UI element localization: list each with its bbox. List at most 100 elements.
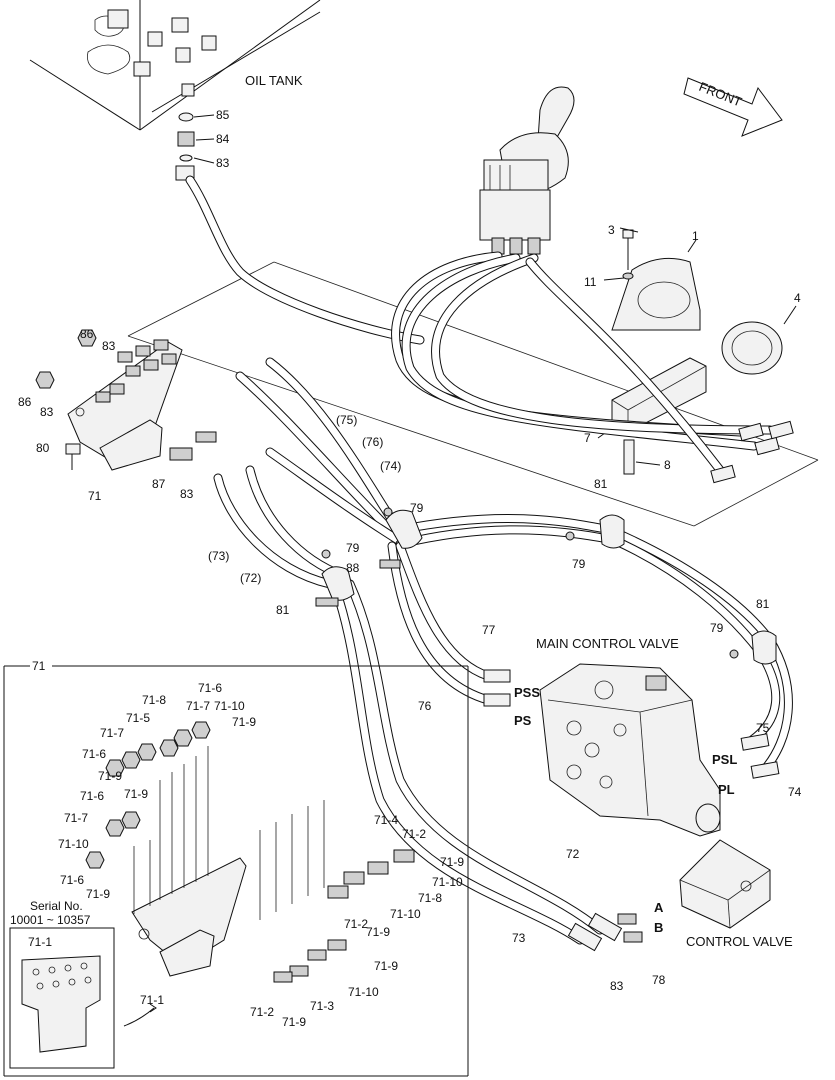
port-a: A <box>654 900 664 915</box>
detail-71-9-bottom2: 71-9 <box>282 1015 306 1029</box>
detail-71-9-mid: 71-9 <box>124 787 148 801</box>
main-control-valve <box>539 663 721 837</box>
callout-73-ref: (73) <box>208 549 229 563</box>
detail-71-9-top: 71-9 <box>232 715 256 729</box>
callout-73: 73 <box>512 931 526 945</box>
detail-71-6-bottom: 71-6 <box>60 873 84 887</box>
detail-71-2-top: 71-2 <box>402 827 426 841</box>
front-label: FRONT <box>697 79 744 110</box>
callout-75-ref: (75) <box>336 413 357 427</box>
serial-inset-71-1: 71-1 <box>28 935 52 949</box>
callout-4: 4 <box>794 291 801 305</box>
oil-tank-label: OIL TANK <box>245 73 303 88</box>
port-pss: PSS <box>514 685 540 700</box>
callout-83-bottom: 83 <box>180 487 194 501</box>
callout-3: 3 <box>608 223 615 237</box>
callout-83: 83 <box>216 156 230 170</box>
callout-86-left: 86 <box>18 395 32 409</box>
detail-callout-71: 71 <box>32 659 46 673</box>
callout-78: 78 <box>652 973 666 987</box>
detail-71-2-bottom: 71-2 <box>250 1005 274 1019</box>
detail-71-6-top: 71-6 <box>198 681 222 695</box>
callout-76: 76 <box>418 699 432 713</box>
detail-71-7-top: 71-7 <box>186 699 210 713</box>
detail-71-5: 71-5 <box>126 711 150 725</box>
detail-manifold-plate <box>131 857 247 977</box>
detail-71-3: 71-3 <box>310 999 334 1013</box>
callout-11: 11 <box>584 275 597 289</box>
serial-inset-frame <box>9 927 157 1069</box>
detail-71-10-top: 71-10 <box>214 699 245 713</box>
callout-1: 1 <box>692 229 699 243</box>
detail-71-1: 71-1 <box>140 993 164 1007</box>
detail-71-6-left: 71-6 <box>82 747 106 761</box>
detail-frame <box>3 665 469 1077</box>
detail-71-2-mid: 71-2 <box>344 917 368 931</box>
port-ps: PS <box>514 713 532 728</box>
callout-75: 75 <box>756 721 770 735</box>
detail-71-9-low: 71-9 <box>374 959 398 973</box>
callout-88: 88 <box>346 561 360 575</box>
detail-71-6-mid: 71-6 <box>80 789 104 803</box>
detail-71-9-right: 71-9 <box>440 855 464 869</box>
callout-79-c: 79 <box>572 557 586 571</box>
hose-clamps <box>315 507 777 665</box>
callout-87: 87 <box>152 477 166 491</box>
callout-74: 74 <box>788 785 802 799</box>
detail-71-8-right: 71-8 <box>418 891 442 905</box>
hydraulic-hoses <box>185 175 793 945</box>
pilot-control-joystick <box>479 86 575 255</box>
callout-72: 72 <box>566 847 580 861</box>
callout-79-b: 79 <box>346 541 360 555</box>
callout-74-ref: (74) <box>380 459 401 473</box>
callout-71: 71 <box>88 489 102 503</box>
callout-77: 77 <box>482 623 496 637</box>
detail-71-9-lower: 71-9 <box>366 925 390 939</box>
callout-76-ref: (76) <box>362 435 383 449</box>
callout-7: 7 <box>584 431 591 445</box>
serial-no-range: 10001 ~ 10357 <box>10 913 91 927</box>
callout-79-d: 79 <box>710 621 724 635</box>
detail-71-10-low: 71-10 <box>348 985 379 999</box>
port-pl: PL <box>718 782 735 797</box>
hose-end-fittings <box>483 420 794 952</box>
callout-8: 8 <box>664 458 671 472</box>
callout-80: 80 <box>36 441 50 455</box>
detail-71-10-right: 71-10 <box>432 875 463 889</box>
callout-81-a: 81 <box>276 603 290 617</box>
callout-83-valve: 83 <box>610 979 624 993</box>
assembly-outline <box>127 261 819 527</box>
detail-71-9-left: 71-9 <box>98 769 122 783</box>
pilot-manifold-plate <box>35 329 217 471</box>
callout-84: 84 <box>216 132 230 146</box>
main-control-valve-label: MAIN CONTROL VALVE <box>536 636 679 651</box>
detail-71-10-lower: 71-10 <box>390 907 421 921</box>
tank-fittings <box>175 112 215 181</box>
callout-83-top: 83 <box>102 339 116 353</box>
callout-79-a: 79 <box>410 501 424 515</box>
hose-block <box>597 357 707 475</box>
hose-clamp-bracket <box>603 227 797 375</box>
callout-81-b: 81 <box>594 477 608 491</box>
detail-71-7-mid: 71-7 <box>64 811 88 825</box>
port-psl: PSL <box>712 752 737 767</box>
detail-71-4: 71-4 <box>374 813 398 827</box>
callout-81-c: 81 <box>756 597 770 611</box>
detail-small-parts <box>85 721 415 983</box>
callout-86-top: 86 <box>80 327 94 341</box>
callout-72-ref: (72) <box>240 571 261 585</box>
control-valve <box>617 839 771 943</box>
oil-tank <box>29 0 321 131</box>
serial-no-label: Serial No. <box>30 899 83 913</box>
callout-83-left: 83 <box>40 405 54 419</box>
detail-71-8: 71-8 <box>142 693 166 707</box>
detail-lead-lines <box>133 746 325 920</box>
detail-71-10-mid: 71-10 <box>58 837 89 851</box>
detail-71-7-left: 71-7 <box>100 726 124 740</box>
detail-71-9-bottom: 71-9 <box>86 887 110 901</box>
front-arrow-icon <box>683 77 783 137</box>
callout-85: 85 <box>216 108 230 122</box>
control-valve-label: CONTROL VALVE <box>686 934 793 949</box>
port-b: B <box>654 920 663 935</box>
